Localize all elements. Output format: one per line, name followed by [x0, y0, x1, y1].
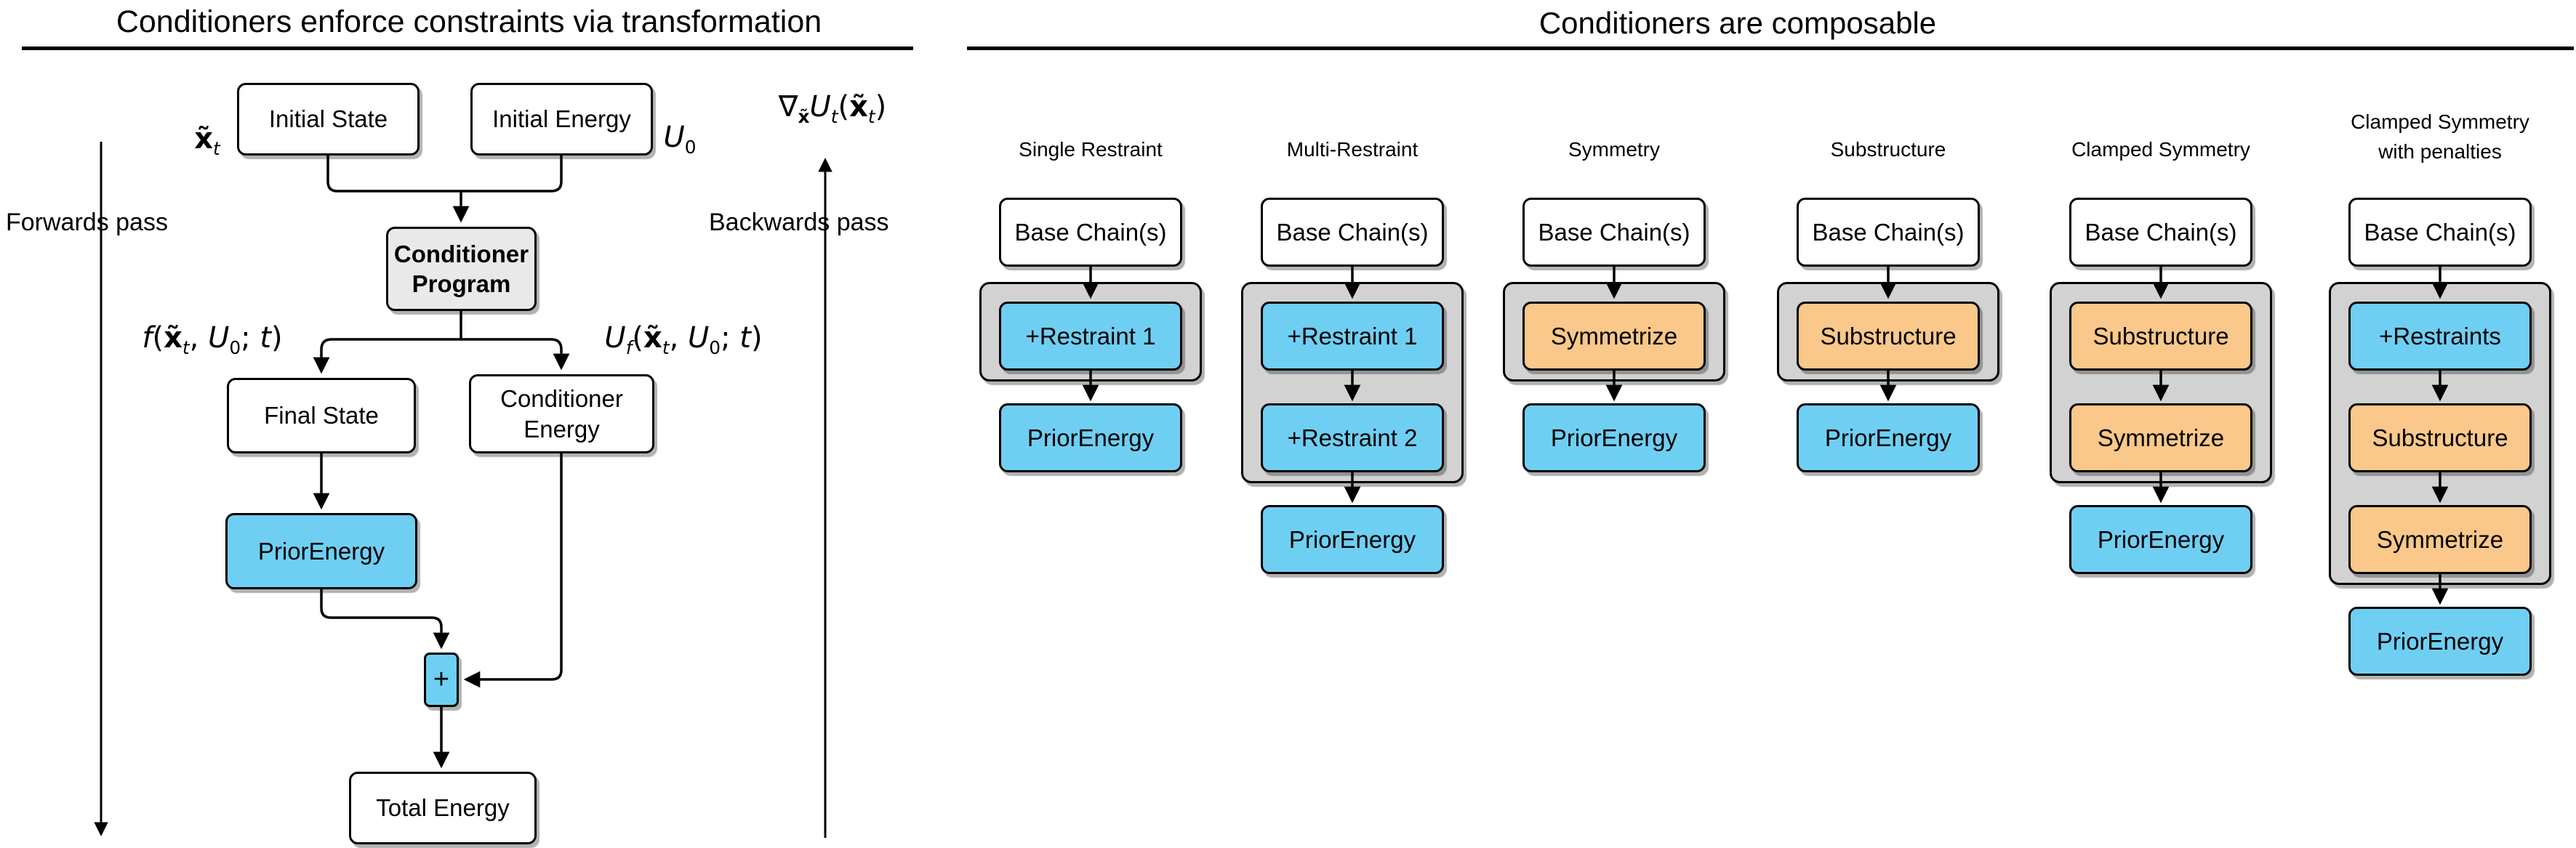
transform-step-box: Symmetrize: [1522, 302, 1706, 371]
transform-step-box: Symmetrize: [2348, 505, 2532, 574]
column-header: Symmetry: [1568, 138, 1660, 161]
prior-energy-output-box: PriorEnergy: [2069, 505, 2252, 574]
xt-math-label: x̃t: [194, 122, 220, 159]
restraint-step-box: +Restraint 1: [1261, 302, 1444, 371]
forwards-pass-label: Forwards pass: [6, 209, 168, 236]
prior-energy-output-box: PriorEnergy: [1522, 403, 1706, 472]
prior-energy-output-box: PriorEnergy: [2348, 607, 2532, 676]
left-panel-rule: [22, 47, 913, 50]
right-panel-rule: [967, 47, 2574, 50]
base-chains-box: Base Chain(s): [1522, 198, 1706, 267]
initial-energy-box: Initial Energy: [470, 83, 653, 156]
base-chains-box: Base Chain(s): [1797, 198, 1980, 267]
backwards-pass-label: Backwards pass: [709, 209, 889, 236]
prior-energy-output-box: PriorEnergy: [1797, 403, 1980, 472]
plus-junction-box: +: [424, 653, 459, 707]
gradient-math-label: ∇x̃Ut(x̃t): [778, 90, 887, 127]
column-header: Substructure: [1830, 138, 1946, 161]
restraint-step-box: +Restraints: [2348, 302, 2532, 371]
column-header: Clamped Symmetry: [2071, 138, 2250, 161]
right-panel-title: Conditioners are composable: [1538, 6, 1937, 40]
prior-energy-output-box: PriorEnergy: [999, 403, 1182, 472]
prior-energy-output-box: PriorEnergy: [1261, 505, 1444, 574]
uf-output-math-label: Uf(x̃t, U0; t): [604, 321, 763, 358]
restraint-step-box: +Restraint 1: [999, 302, 1182, 371]
base-chains-box: Base Chain(s): [1261, 198, 1444, 267]
column-header: Multi-Restraint: [1286, 138, 1419, 161]
initial-state-box: Initial State: [237, 83, 420, 156]
base-chains-box: Base Chain(s): [2348, 198, 2532, 267]
prior-energy-box: PriorEnergy: [225, 513, 417, 589]
conditioner-energy-to-plus-arrow: [463, 453, 563, 688]
split-bracket-left: [313, 338, 461, 374]
final-state-box: Final State: [227, 378, 416, 453]
transform-step-box: Substructure: [1797, 302, 1980, 371]
f-output-math-label: f(x̃t, U0; t): [142, 321, 283, 358]
transform-step-box: Substructure: [2069, 302, 2252, 371]
transform-step-box: Substructure: [2348, 403, 2532, 472]
restraint-step-box: +Restraint 2: [1261, 403, 1444, 472]
merge-bracket: [326, 156, 563, 193]
column-header: Single Restraint: [1019, 138, 1163, 161]
u0-math-label: U0: [663, 121, 697, 158]
prior-energy-to-plus-arrow: [320, 589, 450, 650]
left-panel-title: Conditioners enforce constraints via tra…: [116, 4, 822, 39]
base-chains-box: Base Chain(s): [2069, 198, 2252, 267]
transform-step-box: Symmetrize: [2069, 403, 2252, 472]
base-chains-box: Base Chain(s): [999, 198, 1182, 267]
total-energy-box: Total Energy: [349, 772, 537, 844]
split-bracket-right: [461, 338, 570, 371]
